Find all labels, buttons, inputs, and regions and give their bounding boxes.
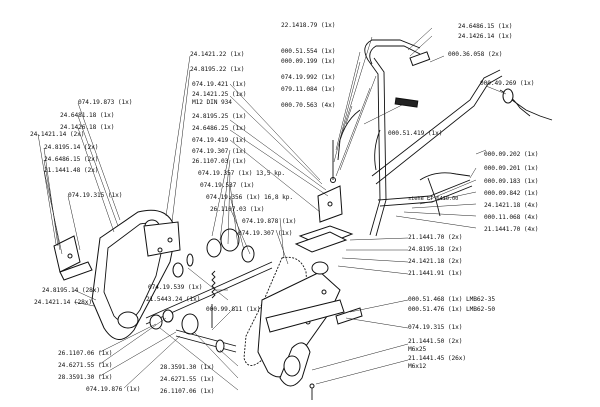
lower-shaft xyxy=(175,329,237,353)
part-label: 000.36.058 (2x) xyxy=(448,51,503,58)
part-label: 24.6486.15 (2x) xyxy=(44,156,99,163)
part-label: 24.6486.15 (1x) xyxy=(458,23,513,30)
part-label: 000.99.811 (1x) xyxy=(206,306,261,313)
drive-chain xyxy=(243,256,309,366)
part-label: 24.1421.18 (4x) xyxy=(484,202,539,209)
part-label: 000.09.183 (1x) xyxy=(484,178,539,185)
handlebar xyxy=(337,39,553,237)
part-label: 26.1107.03 (1x) xyxy=(192,158,247,165)
part-label: 074.19.307 (1x) xyxy=(238,230,293,237)
part-label: 24.6481.18 (1x) xyxy=(60,112,115,119)
part-label: 26.1107.03 (1x) xyxy=(210,206,265,213)
part-label: 21.1441.70 (2x) xyxy=(408,234,463,241)
part-label: 000.09.199 (1x) xyxy=(281,58,336,65)
part-label: 074.19.315 (1x) xyxy=(68,192,123,199)
part-label: 21.1441.45 (26x) xyxy=(408,355,467,362)
part-label: 24.8195.18 (2x) xyxy=(408,246,463,253)
part-label: 074.19.873 (1x) xyxy=(78,99,133,106)
leader-lines xyxy=(37,27,507,391)
side-bracket xyxy=(53,235,93,281)
part-label: 28.3591.30 (1x) xyxy=(58,374,113,381)
part-label: 000.09.842 (1x) xyxy=(484,190,539,197)
part-label: 074.19.356 (1x) 16,8 kp. xyxy=(206,194,294,201)
part-label: 24.1421.14 (28x) xyxy=(34,299,93,306)
part-label: 24.6271.55 (1x) xyxy=(160,376,215,383)
part-label: 21.1441.48 (2x) xyxy=(44,167,99,174)
part-label: 000.51.476 (1x) LMB62-50 xyxy=(408,306,496,313)
part-label: M6x12 xyxy=(408,363,427,370)
part-label: 074.19.878 (1x) xyxy=(242,218,297,225)
part-label: 074.19.357 (1x) 13,5 kp. xyxy=(198,170,286,177)
part-label: 000.51.554 (1x) xyxy=(281,48,336,55)
mount-bracket xyxy=(298,140,354,247)
part-label: 21.5443.24 (1x) xyxy=(146,296,201,303)
handle-grip xyxy=(409,51,431,67)
part-label: 24.8195.25 (1x) xyxy=(192,113,247,120)
part-label: 074.19.315 (1x) xyxy=(408,324,463,331)
chain-case-left xyxy=(91,209,181,340)
support-plate xyxy=(265,299,363,400)
part-label: 24.8195.14 (28x) xyxy=(42,287,101,294)
part-label: 000.49.269 (1x) xyxy=(480,80,535,87)
part-label: 000.09.201 (1x) xyxy=(484,165,539,172)
part-label: 24.1426.14 (1x) xyxy=(458,33,513,40)
part-label: siehe ET 6410.00 xyxy=(408,196,459,202)
part-label: 074.19.307 (1x) xyxy=(192,148,247,155)
cable xyxy=(419,172,471,181)
part-label: 000.70.563 (4x) xyxy=(281,102,336,109)
part-label: M6x25 xyxy=(408,346,427,353)
tension-spring xyxy=(211,270,216,328)
part-label: 074.19.876 (1x) xyxy=(86,386,141,393)
part-label: 24.6271.55 (1x) xyxy=(58,362,113,369)
part-label: 21.1441.91 (1x) xyxy=(408,270,463,277)
part-label: 26.1107.06 (1x) xyxy=(58,350,113,357)
part-label: 24.8195.14 (2x) xyxy=(44,144,99,151)
part-label: 21.1441.50 (2x) xyxy=(408,338,463,345)
part-label: 24.1421.18 (2x) xyxy=(408,258,463,265)
part-label: 24.1421.25 (1x) xyxy=(192,91,247,98)
part-label: 074.19.537 (1x) xyxy=(200,182,255,189)
part-label: 22.1418.79 (1x) xyxy=(281,22,336,29)
part-label: 000.09.202 (1x) xyxy=(484,151,539,158)
part-label: 24.8195.22 (1x) xyxy=(190,66,245,73)
throttle-lever xyxy=(394,97,419,108)
part-label: 26.1107.06 (1x) xyxy=(160,388,215,395)
part-label: 24.6486.25 (1x) xyxy=(192,125,247,132)
part-label: 21.1441.70 (4x) xyxy=(484,226,539,233)
part-label: 24.1421.14 (2x) xyxy=(30,131,85,138)
part-label: 000.11.068 (4x) xyxy=(484,214,539,221)
part-label: 074.19.992 (1x) xyxy=(281,74,336,81)
part-label: 074.19.539 (1x) xyxy=(148,284,203,291)
part-label: 28.3591.30 (1x) xyxy=(160,364,215,371)
part-label: 000.51.468 (1x) LMB62-35 xyxy=(408,296,496,303)
part-label: 074.19.419 (1x) xyxy=(192,137,247,144)
part-label: M12 DIN 934 xyxy=(192,99,232,106)
part-label: 000.51.419 (1x) xyxy=(388,130,443,137)
part-label: 24.1421.22 (1x) xyxy=(190,51,245,58)
part-label: 074.19.421 (1x) xyxy=(192,81,247,88)
part-label: 079.11.084 (1x) xyxy=(281,86,336,93)
part-label: 24.1426.18 (1x) xyxy=(60,124,115,131)
